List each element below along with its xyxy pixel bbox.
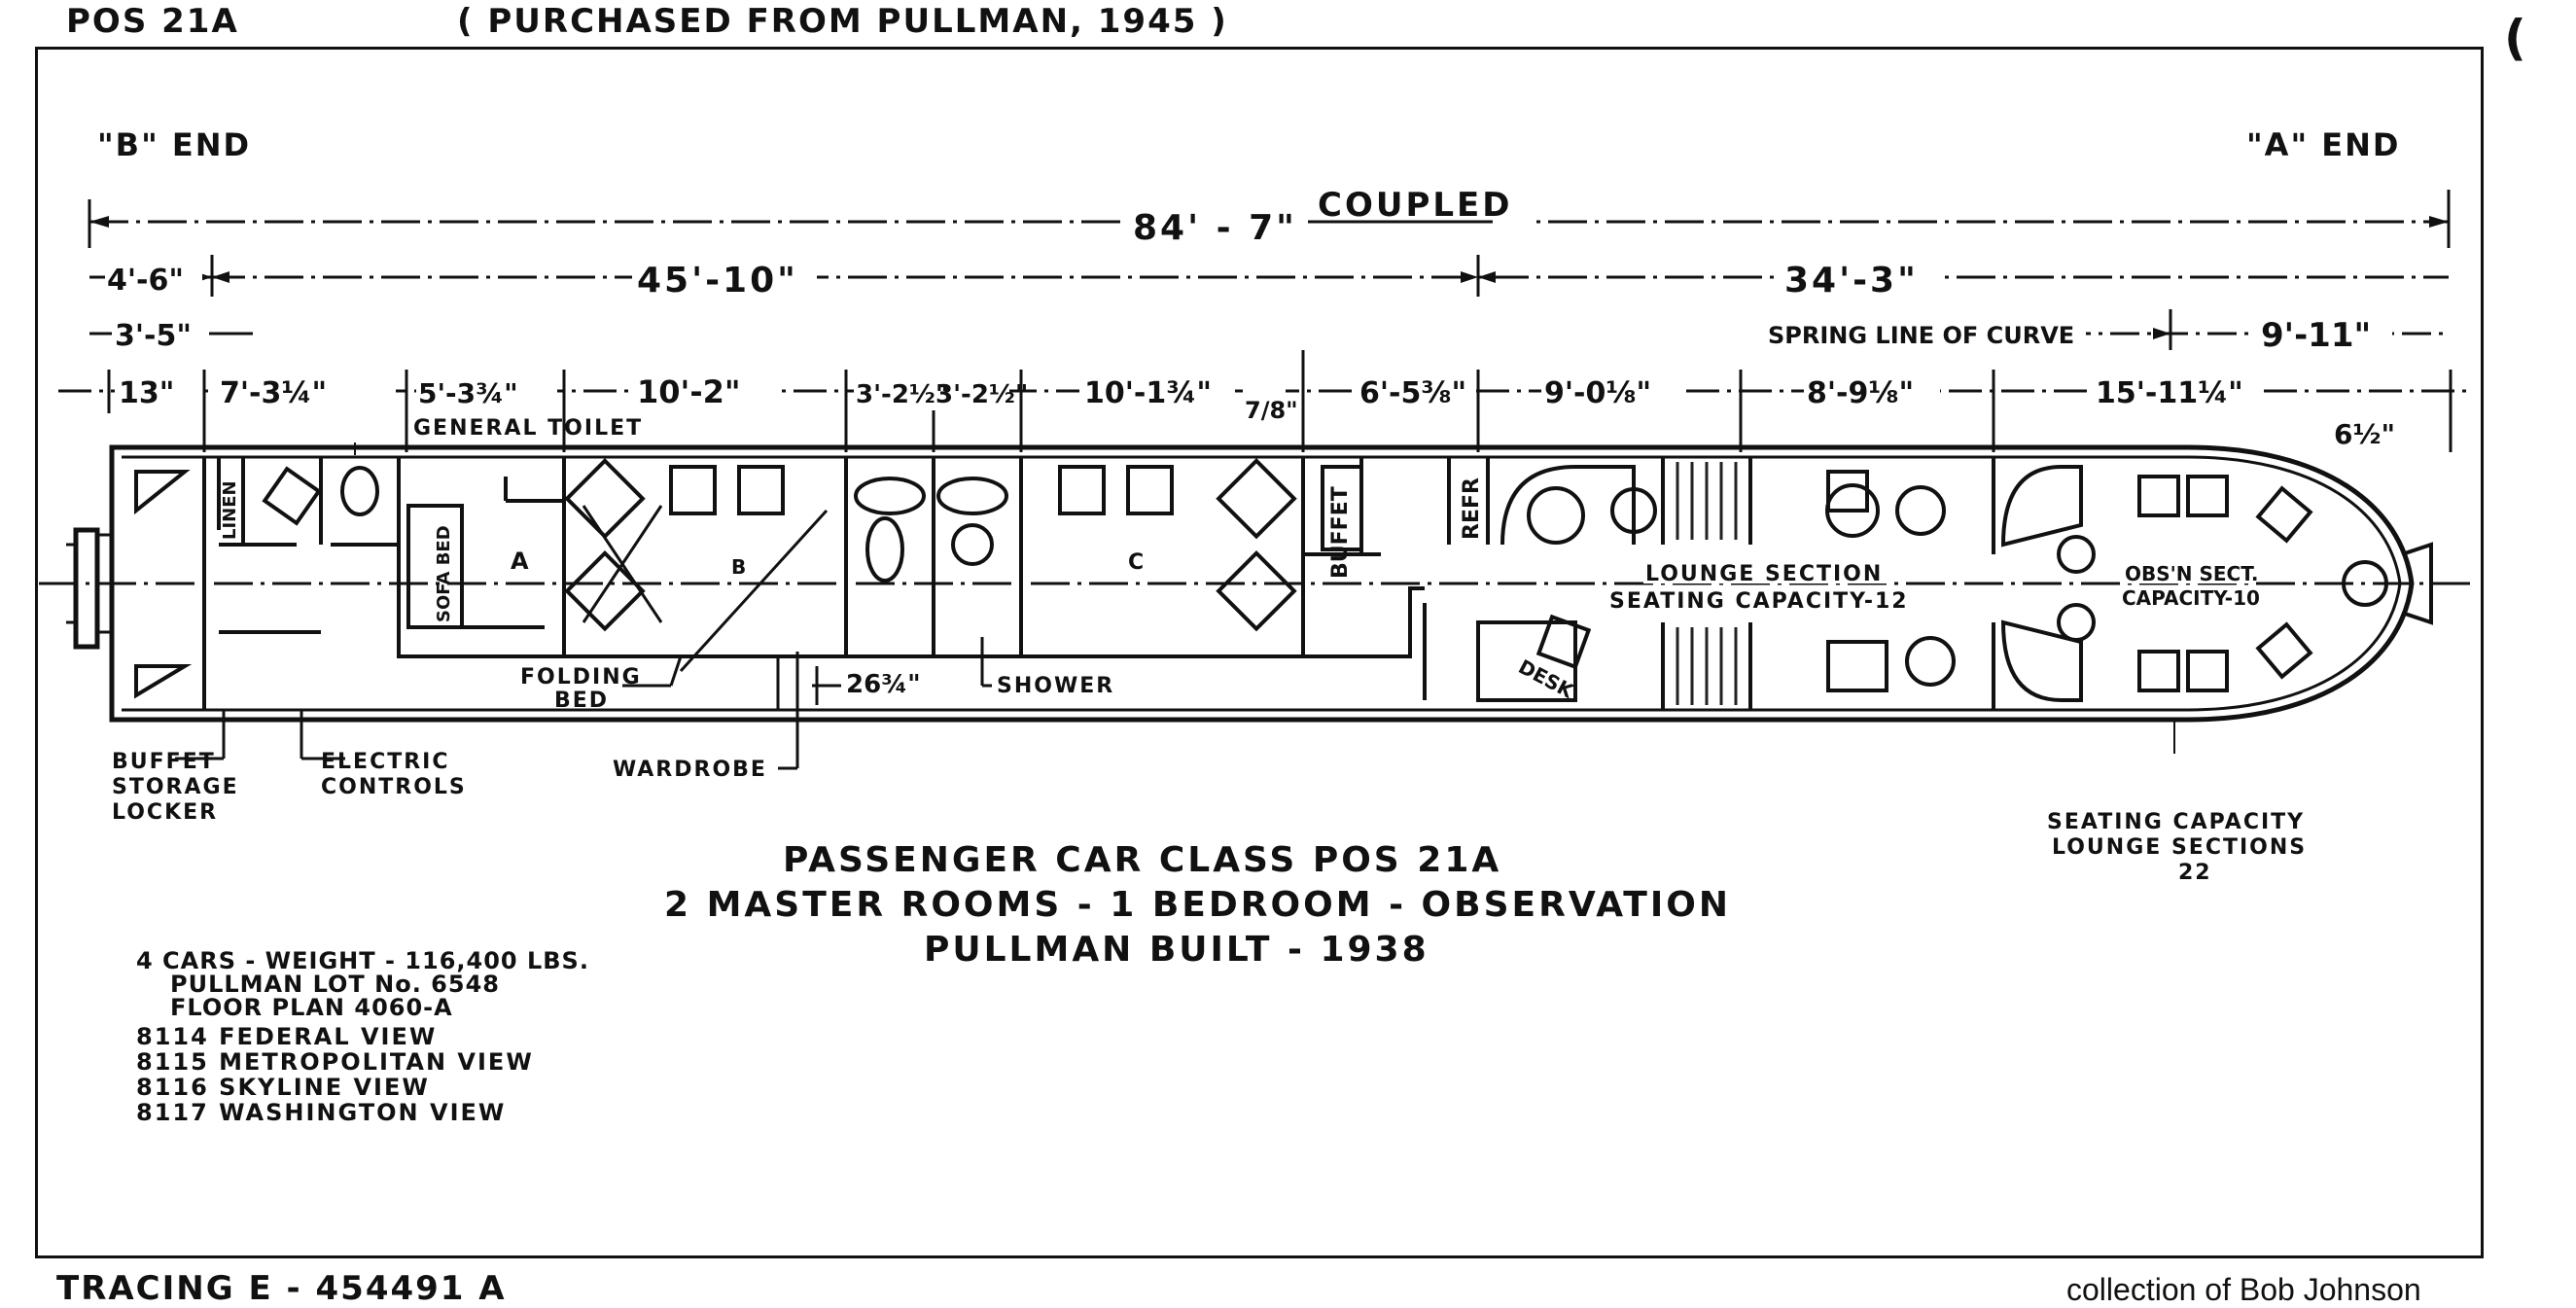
a-end-label: "A" END: [2246, 126, 2401, 163]
corner-mark: (: [2504, 10, 2528, 66]
buffet-storage-label-1: BUFFET: [112, 750, 216, 774]
dim-7-3-1-4: 7'-3¼": [220, 376, 327, 410]
title-line-1: PASSENGER CAR CLASS POS 21A: [783, 840, 1501, 880]
electric-controls-label-2: CONTROLS: [321, 775, 467, 799]
dim-9-11: 9'-11": [2261, 316, 2371, 355]
spec-cars-weight: 4 CARS - WEIGHT - 116,400 LBS.: [136, 947, 589, 974]
interior-partitions: [202, 457, 1995, 710]
dim-5-3-3-4: 5'-3¾": [418, 377, 518, 409]
dimension-row-2: 3'-5" SPRING LINE OF CURVE 9'-11": [89, 309, 2449, 355]
dim-10-1-3-4: 10'-1¾": [1084, 376, 1212, 410]
spec-floor-plan: FLOOR PLAN 4060-A: [170, 994, 453, 1021]
callout-leaders: [175, 637, 992, 770]
lounge-hatching: [1676, 462, 1738, 705]
linen-label: LINEN: [220, 480, 240, 540]
title-line-3: PULLMAN BUILT - 1938: [924, 930, 1429, 970]
lounge-furniture: [1500, 465, 2313, 702]
roster-8115: 8115 METROPOLITAN VIEW: [136, 1048, 534, 1076]
dim-45-10: 45'-10": [637, 261, 798, 300]
capacity-10-label: CAPACITY-10: [2122, 586, 2260, 610]
room-b-label: B: [731, 555, 746, 579]
dim-13: 13": [119, 376, 174, 410]
dim-9-0-1-8: 9'-0⅛": [1544, 376, 1651, 410]
wardrobe-label: WARDROBE: [613, 758, 767, 782]
overall-dimension: 84' - 7" COUPLED: [88, 186, 2451, 248]
buffet-storage-label-3: LOCKER: [112, 800, 218, 825]
dim-15-11-1-4: 15'-11¼": [2096, 376, 2243, 410]
dim-4-6: 4'-6": [107, 264, 184, 298]
dim-7-8: 7/8": [1245, 397, 1298, 424]
collection-credit: collection of Bob Johnson: [2066, 1272, 2421, 1307]
folding-bed-label-2: BED: [554, 689, 609, 713]
overall-length-label: 84' - 7": [1133, 208, 1297, 248]
room-c-label: C: [1128, 550, 1144, 575]
dim-10-2: 10'-2": [637, 373, 741, 410]
folding-bed-label-1: FOLDING: [520, 665, 642, 689]
room-furniture: [134, 457, 1592, 702]
buffet-storage-label-2: STORAGE: [112, 775, 239, 799]
dim-6-5-3-8: 6'-5⅜": [1359, 376, 1466, 410]
general-toilet-label: GENERAL TOILET: [413, 416, 643, 441]
dimension-row-1: 4'-6" 45'-10" 34'-3": [89, 255, 2449, 300]
sofa-bed-label: SOFA BED: [434, 525, 454, 622]
room-a-label: A: [511, 548, 529, 575]
shower-label: SHOWER: [997, 674, 1114, 698]
lounge-section-label: LOUNGE SECTION: [1645, 562, 1883, 586]
seating-capacity-12-label: SEATING CAPACITY-12: [1609, 589, 1909, 614]
drawing-frame: [35, 47, 2484, 1258]
dimension-row-3: 13" 7'-3¼" 5'-3¾" 10'-2" 3'-2½" 3'-2½" 1…: [58, 350, 2470, 455]
tracing-number: TRACING E - 454491 A: [56, 1269, 507, 1308]
room-b-folding-bed: [582, 505, 829, 673]
dim-3-2-1-2-b: 3'-2½": [935, 380, 1028, 409]
class-code-heading: POS 21A: [66, 2, 239, 41]
car-body-outline: [39, 444, 2470, 723]
dim-6-1-2: 6½": [2334, 418, 2395, 450]
dim-8-9-1-8: 8'-9⅛": [1807, 376, 1914, 410]
desk-label: DESK: [1515, 654, 1579, 703]
roster-8114: 8114 FEDERAL VIEW: [136, 1023, 437, 1050]
title-line-2: 2 MASTER ROOMS - 1 BEDROOM - OBSERVATION: [664, 885, 1731, 925]
seating-note-line-1: SEATING CAPACITY: [2047, 810, 2305, 834]
buffet-label: BUFFET: [1328, 486, 1353, 579]
dim-3-2-1-2-a: 3'-2½": [856, 380, 948, 409]
obsn-sect-label: OBS'N SECT.: [2125, 562, 2258, 585]
roster-8117: 8117 WASHINGTON VIEW: [136, 1099, 506, 1126]
dim-34-3: 34'-3": [1784, 261, 1919, 300]
purchase-note: ( PURCHASED FROM PULLMAN, 1945 ): [457, 2, 1228, 41]
refr-label: REFR: [1460, 477, 1484, 540]
coupled-label: COUPLED: [1318, 186, 1513, 225]
dim-26-3-4-label: 26¾": [846, 670, 921, 699]
seating-note-line-2: LOUNGE SECTIONS: [2052, 835, 2307, 860]
dim-3-5: 3'-5": [115, 319, 192, 353]
spec-pullman-lot: PULLMAN LOT No. 6548: [170, 971, 500, 998]
roster-8116: 8116 SKYLINE VIEW: [136, 1074, 430, 1101]
b-end-label: "B" END: [97, 126, 252, 163]
seating-note-line-3: 22: [2178, 861, 2212, 885]
spring-line-label: SPRING LINE OF CURVE: [1768, 322, 2074, 349]
electric-controls-label-1: ELECTRIC: [321, 750, 450, 774]
